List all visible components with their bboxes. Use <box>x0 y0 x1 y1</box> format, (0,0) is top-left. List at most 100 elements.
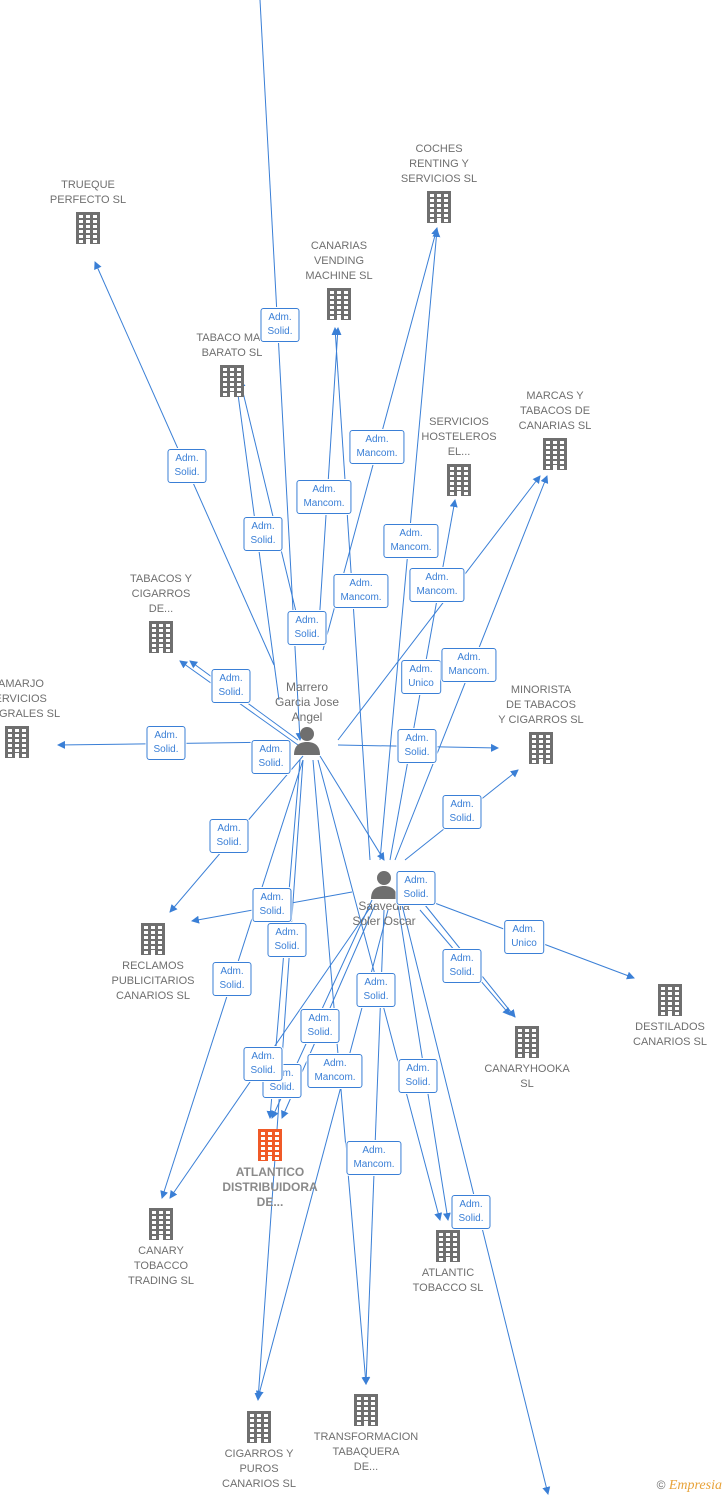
edge-label-e23[interactable]: Adm. Solid. <box>442 949 482 983</box>
company-label[interactable]: ATLANTIC TOBACCO SL <box>412 1267 484 1294</box>
edge-label-e7[interactable]: Adm. Mancom. <box>333 574 389 608</box>
edge-label-e17[interactable]: Adm. Solid. <box>442 795 482 829</box>
edge-label-e29[interactable]: Adm. Solid. <box>398 1059 438 1093</box>
building-icon-wrap[interactable] <box>167 365 297 397</box>
building-icon <box>220 365 244 397</box>
company-label[interactable]: CANARIAS VENDING MACHINE SL <box>305 240 373 282</box>
company-node-camarjo[interactable]: CAMARJO SERVICIOS INTEGRALES SL <box>0 677 82 758</box>
company-node-servicios-hosteleros[interactable]: SERVICIOS HOSTELEROS EL... <box>394 415 524 496</box>
building-icon-wrap[interactable] <box>490 438 620 470</box>
person-icon-wrap[interactable] <box>319 869 449 899</box>
edge-label-e2[interactable]: Adm. Solid. <box>167 449 207 483</box>
company-label[interactable]: CANARY TOBACCO TRADING SL <box>127 1245 194 1287</box>
building-icon <box>529 732 553 764</box>
edge-label-e12[interactable]: Adm. Solid. <box>211 669 251 703</box>
building-icon-wrap[interactable] <box>274 288 404 320</box>
edge-label-e21[interactable]: Adm. Solid. <box>267 923 307 957</box>
building-icon <box>247 1411 271 1443</box>
building-icon-wrap[interactable] <box>96 1208 226 1240</box>
company-node-atlantic-tobacco[interactable]: ATLANTIC TOBACCO SL <box>383 1230 513 1296</box>
building-icon <box>258 1129 282 1161</box>
copyright-symbol: © <box>656 1478 666 1492</box>
company-label[interactable]: MARCAS Y TABACOS DE CANARIAS SL <box>518 390 592 432</box>
building-icon-wrap[interactable] <box>374 191 504 223</box>
building-icon <box>149 1208 173 1240</box>
building-icon-wrap[interactable] <box>88 923 218 955</box>
company-node-atlantico[interactable]: ATLANTICO DISTRIBUIDORA DE... <box>205 1129 335 1210</box>
edge-label-e3[interactable]: Adm. Mancom. <box>349 430 405 464</box>
company-label[interactable]: ATLANTICO DISTRIBUIDORA DE... <box>222 1165 318 1209</box>
building-icon-wrap[interactable] <box>205 1129 335 1161</box>
edge-label-e28[interactable]: Adm. Solid. <box>243 1047 283 1081</box>
company-label[interactable]: SERVICIOS HOSTELEROS EL... <box>421 416 497 458</box>
edge-label-e22[interactable]: Adm. Solid. <box>212 962 252 996</box>
company-label[interactable]: TRUEQUE PERFECTO SL <box>49 179 127 206</box>
company-node-cigarros-puros[interactable]: CIGARROS Y PUROS CANARIOS SL <box>194 1411 324 1492</box>
company-node-destilados[interactable]: DESTILADOS CANARIOS SL <box>605 984 728 1050</box>
building-icon-wrap[interactable] <box>0 726 82 758</box>
company-node-trueque[interactable]: TRUEQUE PERFECTO SL <box>23 178 153 244</box>
company-label[interactable]: TRANSFORMACION TABAQUERA DE... <box>313 1431 419 1473</box>
company-label[interactable]: CAMARJO SERVICIOS INTEGRALES SL <box>0 678 61 720</box>
edge-label-e15[interactable]: Adm. Solid. <box>397 729 437 763</box>
brand-logo[interactable]: Empresia <box>668 1478 722 1493</box>
edge-label-e30[interactable]: Adm. Mancom. <box>346 1141 402 1175</box>
edge-label-e6[interactable]: Adm. Mancom. <box>383 524 439 558</box>
edge-label-e26[interactable]: Adm. Mancom. <box>307 1054 363 1088</box>
building-icon-wrap[interactable] <box>605 984 728 1016</box>
edge-line <box>179 660 299 746</box>
company-label[interactable]: RECLAMOS PUBLICITARIOS CANARIOS SL <box>111 960 195 1002</box>
person-icon-wrap[interactable] <box>242 725 372 755</box>
company-label[interactable]: CIGARROS Y PUROS CANARIOS SL <box>222 1448 296 1490</box>
company-node-marcas-tabacos[interactable]: MARCAS Y TABACOS DE CANARIAS SL <box>490 389 620 470</box>
building-icon-wrap[interactable] <box>476 732 606 764</box>
building-icon-wrap[interactable] <box>23 212 153 244</box>
building-icon <box>436 1230 460 1262</box>
company-node-tabaco-barato[interactable]: TABACO MAS BARATO SL <box>167 331 297 397</box>
edge-label-e9[interactable]: Adm. Solid. <box>287 611 327 645</box>
person-icon <box>371 871 397 899</box>
company-node-tabacos-cigarros[interactable]: TABACOS Y CIGARROS DE... <box>96 572 226 653</box>
company-label[interactable]: COCHES RENTING Y SERVICIOS SL <box>400 143 478 185</box>
edge-line <box>237 379 299 621</box>
edge-label-e19[interactable]: Adm. Solid. <box>252 888 292 922</box>
edge-label-e13[interactable]: Adm. Solid. <box>146 726 186 760</box>
person-label[interactable]: Marrero Garcia Jose Angel <box>274 680 340 724</box>
company-node-transformacion[interactable]: TRANSFORMACION TABAQUERA DE... <box>301 1394 431 1475</box>
building-icon-wrap[interactable] <box>194 1411 324 1443</box>
building-icon <box>5 726 29 758</box>
company-node-canaryhooka[interactable]: CANARYHOOKA SL <box>462 1026 592 1092</box>
person-node-marrero[interactable]: Marrero Garcia Jose Angel <box>242 680 372 755</box>
company-label[interactable]: DESTILADOS CANARIOS SL <box>633 1021 707 1048</box>
building-icon <box>354 1394 378 1426</box>
edge-label-e24[interactable]: Adm. Solid. <box>356 973 396 1007</box>
edge-label-e5[interactable]: Adm. Solid. <box>243 517 283 551</box>
edge-label-e20[interactable]: Adm. Unico <box>504 920 544 954</box>
edge-label-e25[interactable]: Adm. Solid. <box>300 1009 340 1043</box>
edge-label-e8[interactable]: Adm. Mancom. <box>409 568 465 602</box>
edge-label-e14[interactable]: Adm. Solid. <box>251 740 291 774</box>
building-icon <box>447 464 471 496</box>
edge-label-e18[interactable]: Adm. Solid. <box>396 871 436 905</box>
building-icon-wrap[interactable] <box>462 1026 592 1058</box>
edge-label-e4[interactable]: Adm. Mancom. <box>296 480 352 514</box>
company-node-reclamos[interactable]: RECLAMOS PUBLICITARIOS CANARIOS SL <box>88 923 218 1004</box>
edge-label-e16[interactable]: Adm. Solid. <box>209 819 249 853</box>
building-icon <box>327 288 351 320</box>
company-label[interactable]: MINORISTA DE TABACOS Y CIGARROS SL <box>498 684 584 726</box>
edge-label-e11[interactable]: Adm. Mancom. <box>441 648 497 682</box>
edge-label-e10[interactable]: Adm. Unico <box>401 660 441 694</box>
edge-label-e1[interactable]: Adm. Solid. <box>260 308 300 342</box>
building-icon-wrap[interactable] <box>394 464 524 496</box>
company-label[interactable]: TABACOS Y CIGARROS DE... <box>130 573 192 615</box>
company-node-canarias-vending[interactable]: CANARIAS VENDING MACHINE SL <box>274 239 404 320</box>
company-node-minorista[interactable]: MINORISTA DE TABACOS Y CIGARROS SL <box>476 683 606 764</box>
company-node-coches[interactable]: COCHES RENTING Y SERVICIOS SL <box>374 142 504 223</box>
company-label[interactable]: CANARYHOOKA SL <box>484 1063 570 1090</box>
building-icon <box>515 1026 539 1058</box>
edge-label-e31[interactable]: Adm. Solid. <box>451 1195 491 1229</box>
building-icon-wrap[interactable] <box>96 621 226 653</box>
building-icon-wrap[interactable] <box>301 1394 431 1426</box>
building-icon-wrap[interactable] <box>383 1230 513 1262</box>
company-node-canary-tobacco[interactable]: CANARY TOBACCO TRADING SL <box>96 1208 226 1289</box>
